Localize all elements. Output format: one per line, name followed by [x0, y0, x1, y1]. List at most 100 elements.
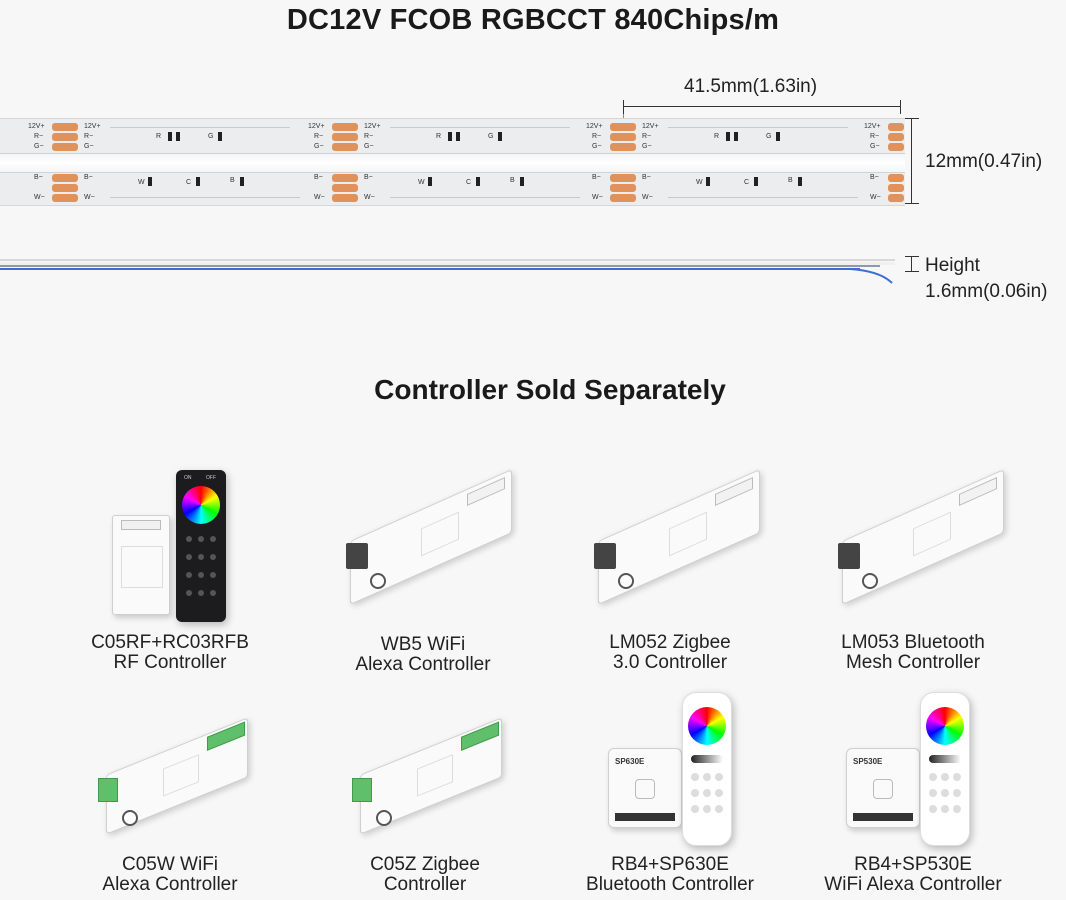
circuit-trace — [390, 127, 570, 128]
product-type: Controller — [383, 874, 467, 895]
chip-label-c: C — [186, 179, 192, 186]
solder-pad — [888, 123, 904, 131]
product-wb5[interactable] — [330, 465, 512, 615]
product-name: LM052 Zigbee — [609, 632, 731, 653]
solder-pad — [52, 194, 78, 202]
solder-pad — [332, 123, 358, 131]
remote-button — [198, 590, 204, 596]
resistor — [726, 132, 730, 141]
product-label: WB5 WiFi Alexa Controller — [323, 635, 523, 675]
resistor — [168, 132, 172, 141]
pad-label-w: W− — [314, 194, 325, 201]
input-terminal — [352, 778, 372, 802]
solder-pad — [610, 123, 636, 131]
segment-length-label: 41.5mm(1.63in) — [684, 76, 818, 97]
product-type: Alexa Controller — [355, 654, 491, 675]
product-name: RB4+SP530E — [854, 854, 972, 875]
chip-label-g: G — [208, 133, 214, 140]
solder-pad — [610, 184, 636, 192]
remote-button — [210, 590, 216, 596]
solder-pad — [610, 143, 636, 151]
remote-button — [210, 536, 216, 542]
resistor — [520, 177, 524, 186]
dc-jack-icon — [618, 573, 634, 589]
pad-label-g: G− — [84, 143, 94, 150]
pad-label-r: R− — [364, 133, 374, 140]
pad-label-12v: 12V+ — [28, 123, 45, 130]
pad-label-r: R− — [592, 133, 602, 140]
chip-label-b: B — [788, 177, 793, 184]
product-rb4-sp530e[interactable]: SP530E — [842, 690, 992, 850]
pad-label-b: B− — [84, 174, 93, 181]
sp530e-controller: SP530E — [846, 748, 920, 828]
remote-button — [941, 789, 949, 797]
pad-label-r: R− — [314, 133, 324, 140]
page-title: DC12V FCOB RGBCCT 840Chips/m — [286, 4, 780, 36]
pad-label-w: W− — [870, 194, 881, 201]
remote-button — [210, 554, 216, 560]
c05rf-controller — [112, 515, 170, 615]
brightness-slider-icon — [691, 755, 723, 763]
product-lm052[interactable] — [578, 465, 760, 615]
terminal-block — [121, 520, 161, 530]
pad-label-g: G− — [314, 143, 324, 150]
product-c05rf-rc03rfb[interactable]: ON OFF — [100, 465, 250, 630]
solder-pad — [610, 174, 636, 182]
solder-pad — [610, 194, 636, 202]
pad-label-b: B− — [870, 174, 879, 181]
solder-pad — [52, 184, 78, 192]
connector-clip — [838, 543, 860, 569]
solder-pad — [610, 133, 636, 141]
height-value: 1.6mm(0.06in) — [925, 281, 1048, 302]
chip-label-w: W — [696, 179, 703, 186]
terminal-block — [959, 477, 997, 506]
segment-length-dimension-line — [623, 100, 901, 114]
chip-label-c: C — [466, 179, 472, 186]
product-label: LM052 Zigbee 3.0 Controller — [570, 633, 770, 673]
product-lm053[interactable] — [822, 465, 1004, 615]
product-type: Alexa Controller — [102, 874, 238, 895]
resistor — [456, 132, 460, 141]
dc-jack-icon — [376, 810, 392, 826]
solder-pad — [888, 194, 904, 202]
remote-button — [929, 789, 937, 797]
label-sticker — [421, 511, 459, 557]
product-rb4-sp630e[interactable]: SP630E — [604, 690, 754, 850]
product-label: C05RF+RC03RFB RF Controller — [70, 633, 270, 673]
remote-button — [210, 572, 216, 578]
circuit-trace — [390, 197, 580, 198]
product-label: C05W WiFi Alexa Controller — [70, 855, 270, 895]
brightness-slider-icon — [929, 755, 961, 763]
resistor — [240, 177, 244, 186]
pad-label-w: W− — [34, 194, 45, 201]
color-wheel-icon — [688, 707, 726, 745]
sp630e-controller: SP630E — [608, 748, 682, 828]
remote-button — [929, 773, 937, 781]
remote-button — [715, 789, 723, 797]
product-c05z[interactable] — [346, 708, 506, 848]
pad-label-b: B− — [314, 174, 323, 181]
chip-label-b: B — [510, 177, 515, 184]
dc-jack-icon — [370, 573, 386, 589]
pad-label-b: B− — [34, 174, 43, 181]
terminal-block — [715, 477, 753, 506]
product-c05w[interactable] — [92, 708, 252, 848]
remote-button — [929, 805, 937, 813]
circuit-trace — [668, 197, 858, 198]
chip-label-g: G — [766, 133, 772, 140]
pad-label-12v: 12V+ — [364, 123, 381, 130]
label-sticker — [163, 754, 199, 797]
label-sticker — [417, 754, 453, 797]
resistor — [196, 177, 200, 186]
button-icon — [873, 779, 893, 799]
solder-pad — [888, 174, 904, 182]
rb4-remote — [920, 692, 970, 846]
pad-label-w: W− — [592, 194, 603, 201]
pad-label-b: B− — [364, 174, 373, 181]
solder-pad — [888, 184, 904, 192]
product-name: C05W WiFi — [121, 854, 219, 875]
height-label: Height — [925, 255, 980, 276]
pad-label-g: G− — [870, 143, 880, 150]
resistor — [706, 177, 710, 186]
pad-label-r: R− — [870, 133, 880, 140]
